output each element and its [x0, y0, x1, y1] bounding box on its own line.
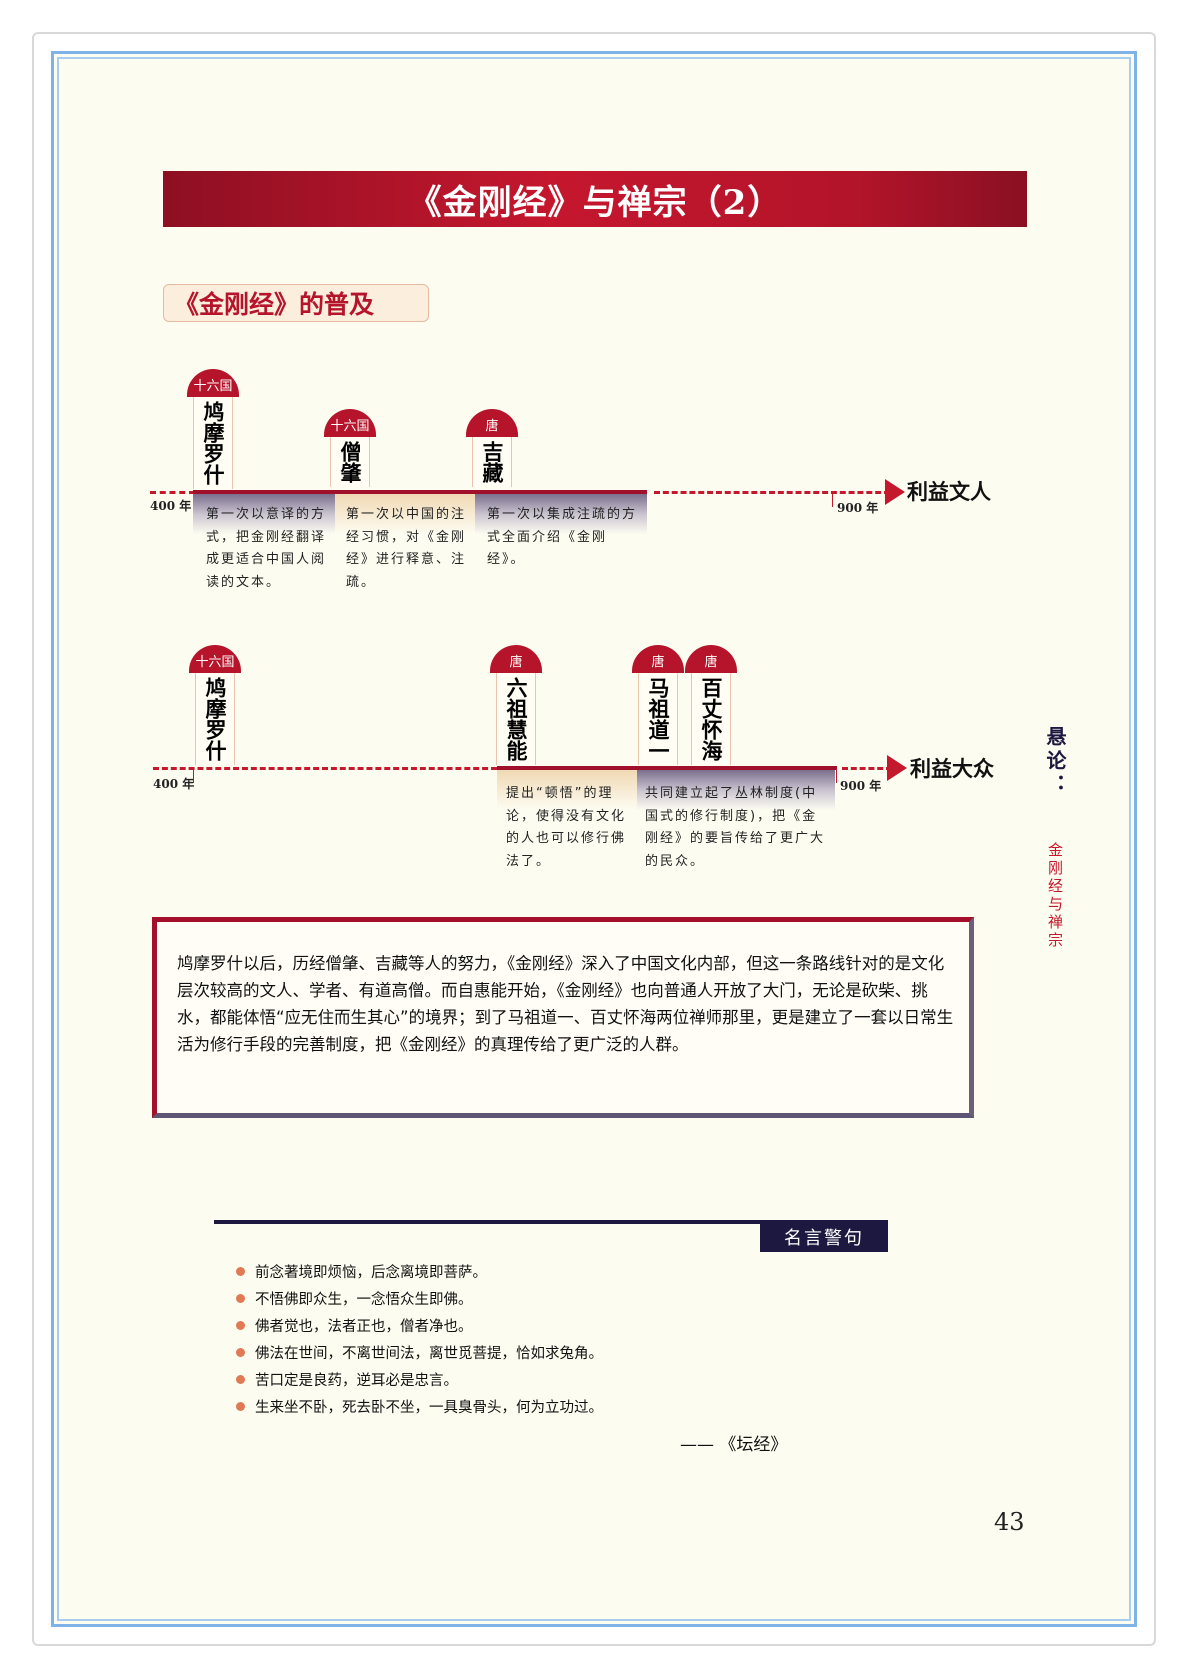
quote-item: 佛法在世间，不离世间法，离世觅菩提，恰如求兔角。 [236, 1339, 603, 1366]
arrow-right-icon [887, 755, 907, 781]
start-year: 400 年 [150, 499, 192, 513]
figure-pillar: 唐 六祖慧能 [490, 645, 542, 765]
figure-name: 鸠摩罗什 [193, 397, 233, 489]
figure-pillar: 唐 吉藏 [466, 409, 518, 487]
timeline-line [193, 490, 647, 494]
figure-name: 鸠摩罗什 [195, 673, 235, 765]
bullet-icon [236, 1402, 245, 1411]
timeline-dash [654, 491, 890, 494]
quotes-list: 前念著境即烦恼，后念离境即菩萨。 不悟佛即众生，一念悟众生即佛。 佛者觉也，法者… [236, 1258, 603, 1420]
end-year: 900 年 [837, 501, 879, 515]
quote-text: 佛者觉也，法者正也，僧者净也。 [255, 1319, 473, 1335]
shade-band [497, 770, 637, 810]
era-badge: 唐 [466, 409, 518, 437]
year-tick [836, 769, 837, 783]
figure-description: 第一次以中国的注经习惯，对《金刚经》进行释意、注疏。 [346, 507, 467, 590]
figure-name: 吉藏 [472, 437, 512, 487]
timeline-dash [150, 491, 195, 494]
shade-band [335, 494, 475, 534]
quote-text: 苦口定是良药，逆耳必是忠言。 [255, 1373, 458, 1389]
figure-description: 共同建立起了丛林制度(中国式的修行制度)，把《金刚经》的要旨传给了更广大的民众。 [645, 786, 826, 869]
shade-band [475, 494, 647, 534]
quote-text: 生来坐不卧，死去卧不坐，一具臭骨头，何为立功过。 [255, 1400, 603, 1416]
chapter-label: 金刚经与禅宗 [1046, 842, 1064, 950]
figure-pillar: 十六国 鸠摩罗什 [187, 369, 239, 489]
bullet-icon [236, 1267, 245, 1276]
quote-source: —— 《坛经》 [680, 1435, 788, 1455]
page-number: 43 [994, 1508, 1025, 1536]
year-tick [193, 769, 194, 783]
figure-description: 提出“顿悟”的理论，使得没有文化的人也可以修行佛法了。 [506, 786, 627, 869]
quote-text: 不悟佛即众生，一念悟众生即佛。 [255, 1292, 473, 1308]
summary-box: 鸠摩罗什以后，历经僧肇、吉藏等人的努力，《金刚经》深入了中国文化内部，但这一条路… [152, 917, 974, 1118]
era-badge: 十六国 [324, 409, 376, 437]
figure-pillar: 十六国 鸠摩罗什 [189, 645, 241, 765]
figure-name: 百丈怀海 [691, 673, 731, 765]
era-badge: 唐 [632, 645, 684, 673]
section-label: 悬论： [1043, 726, 1067, 798]
quote-text: 前念著境即烦恼，后念离境即菩萨。 [255, 1265, 487, 1281]
figure-pillar: 十六国 僧肇 [324, 409, 376, 487]
quotes-heading: 名言警句 [760, 1222, 888, 1252]
era-badge: 唐 [490, 645, 542, 673]
figure-description: 第一次以意译的方式，把金刚经翻译成更适合中国人阅读的文本。 [206, 507, 327, 590]
shade-band [193, 494, 335, 534]
quotes-divider [214, 1220, 888, 1224]
era-badge: 唐 [685, 645, 737, 673]
end-year: 900 年 [840, 779, 882, 793]
era-badge: 十六国 [187, 369, 239, 397]
quote-item: 前念著境即烦恼，后念离境即菩萨。 [236, 1258, 603, 1285]
era-badge: 十六国 [189, 645, 241, 673]
bullet-icon [236, 1375, 245, 1384]
figure-name: 僧肇 [330, 437, 370, 487]
section-subtitle: 《金刚经》的普及 [163, 284, 429, 322]
bullet-icon [236, 1348, 245, 1357]
timeline-result: 利益文人 [907, 480, 991, 504]
quote-item: 生来坐不卧，死去卧不坐，一具臭骨头，何为立功过。 [236, 1393, 603, 1420]
bullet-icon [236, 1321, 245, 1330]
quote-item: 不悟佛即众生，一念悟众生即佛。 [236, 1285, 603, 1312]
figure-name: 六祖慧能 [496, 673, 536, 765]
figure-description: 第一次以集成注疏的方式全面介绍《金刚经》。 [487, 507, 638, 567]
figure-pillar: 唐 百丈怀海 [685, 645, 737, 765]
bullet-icon [236, 1294, 245, 1303]
quote-item: 佛者觉也，法者正也，僧者净也。 [236, 1312, 603, 1339]
figure-name: 马祖道一 [638, 673, 678, 765]
year-tick [832, 493, 833, 507]
start-year: 400 年 [153, 777, 195, 791]
summary-text: 鸠摩罗什以后，历经僧肇、吉藏等人的努力，《金刚经》深入了中国文化内部，但这一条路… [177, 954, 954, 1054]
timeline-line [497, 766, 837, 770]
figure-pillar: 唐 马祖道一 [632, 645, 684, 765]
timeline-result: 利益大众 [910, 757, 994, 781]
page-title: 《金刚经》与禅宗（2） [163, 171, 1027, 227]
shade-band [637, 770, 835, 810]
timeline-dash [153, 767, 497, 770]
arrow-right-icon [885, 479, 905, 505]
quote-text: 佛法在世间，不离世间法，离世觅菩提，恰如求兔角。 [255, 1346, 603, 1362]
timeline-dash [842, 767, 892, 770]
quote-item: 苦口定是良药，逆耳必是忠言。 [236, 1366, 603, 1393]
